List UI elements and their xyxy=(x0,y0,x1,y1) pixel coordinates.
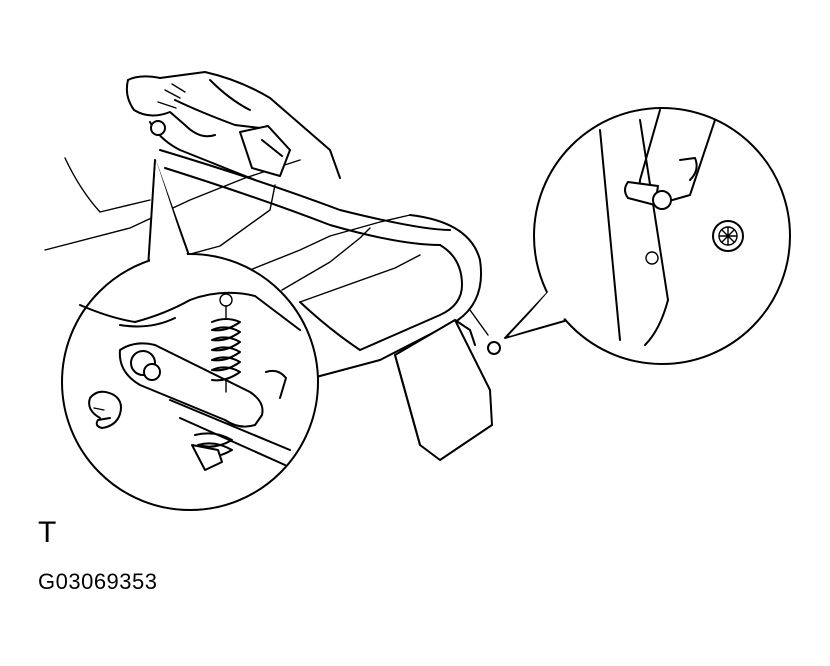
seat-frame xyxy=(44,149,501,461)
coil-spring xyxy=(211,293,241,393)
view-letter: T xyxy=(38,516,57,549)
screw-icon xyxy=(712,220,744,252)
e-ring-icon xyxy=(88,390,122,429)
detail-callout-spring xyxy=(61,159,319,511)
hand-with-tool xyxy=(125,71,341,181)
detail-callout-bolt xyxy=(504,107,791,365)
figure-code: G03069353 xyxy=(38,569,158,594)
